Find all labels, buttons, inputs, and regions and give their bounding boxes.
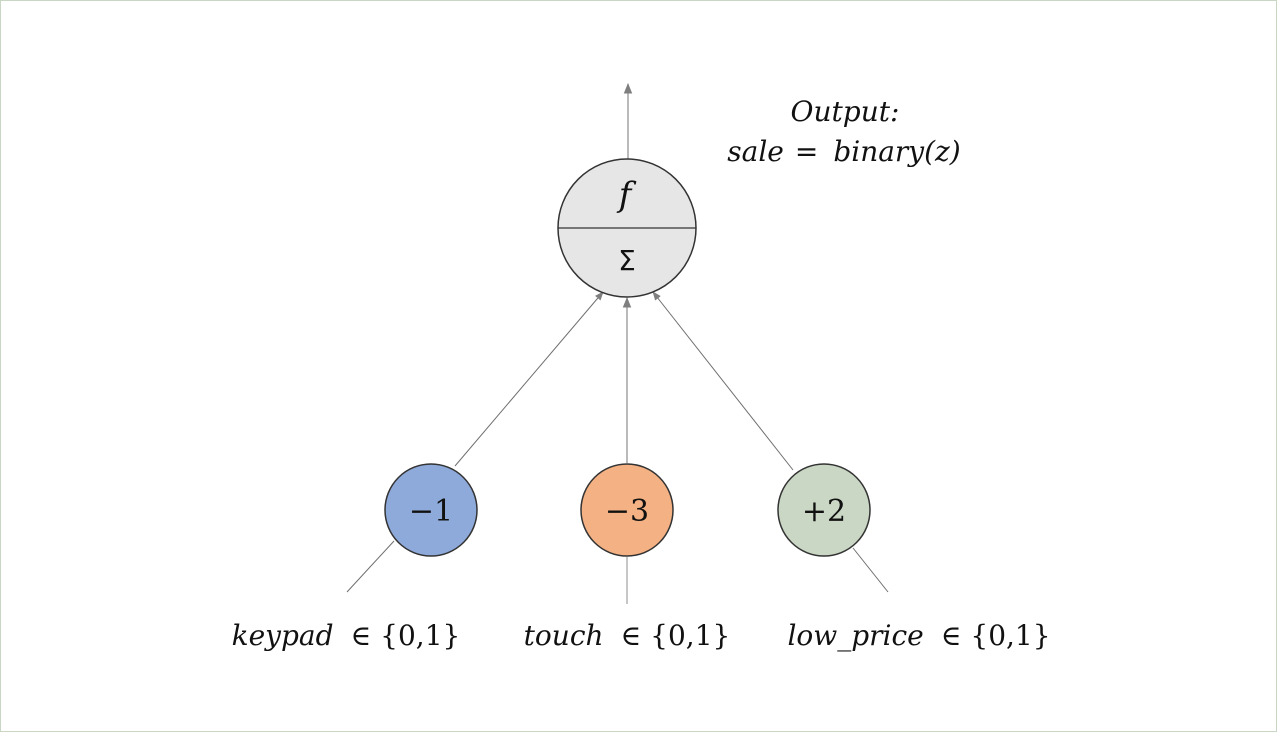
weight-circle-touch xyxy=(580,463,674,557)
sum-symbol: Σ xyxy=(618,244,636,277)
input-name-touch: touch xyxy=(524,619,604,652)
input-domain-touch: ∈ {0,1} xyxy=(621,619,731,652)
output-formula-right: binary(z) xyxy=(833,135,960,168)
input-name-low-price: low_price xyxy=(787,619,923,652)
weight-value-keypad: −1 xyxy=(409,494,453,529)
output-formula-left: sale xyxy=(727,135,784,168)
keypad-input-line xyxy=(346,540,395,593)
neuron-node: f Σ xyxy=(557,158,697,298)
output-formula: sale = binary(z) xyxy=(727,135,960,168)
keypad-connection-arrow xyxy=(454,291,604,467)
weight-circle-low-price xyxy=(777,463,871,557)
weight-value-touch: −3 xyxy=(605,494,649,529)
input-domain-low-price: ∈ {0,1} xyxy=(941,619,1051,652)
input-label-touch: touch ∈ {0,1} xyxy=(524,619,731,652)
weight-node-low-price: +2 xyxy=(777,463,871,557)
input-name-keypad: keypad xyxy=(232,619,334,652)
output-label: Output: xyxy=(791,95,900,128)
low-price-input-line xyxy=(852,547,889,593)
input-label-keypad: keypad ∈ {0,1} xyxy=(232,619,461,652)
weight-node-keypad: −1 xyxy=(384,463,478,557)
weight-circle-keypad xyxy=(384,463,478,557)
weight-value-low-price: +2 xyxy=(802,494,846,529)
input-domain-keypad: ∈ {0,1} xyxy=(351,619,461,652)
low-price-connection-arrow xyxy=(652,291,794,471)
input-label-low-price: low_price ∈ {0,1} xyxy=(787,619,1050,652)
weight-node-touch: −3 xyxy=(580,463,674,557)
output-formula-equals: = xyxy=(795,135,818,168)
